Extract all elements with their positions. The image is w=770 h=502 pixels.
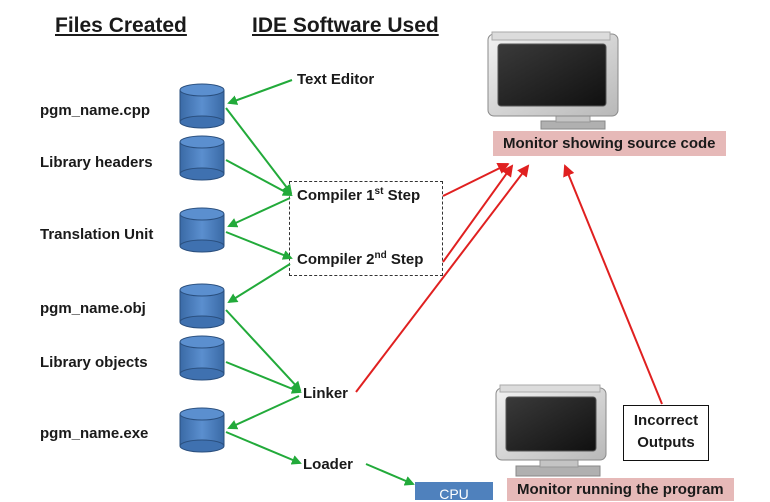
cylinder-library-objects <box>179 335 225 381</box>
file-label-library-objects: Library objects <box>40 354 148 371</box>
arrow-compiler2-to-obj <box>227 263 291 304</box>
cylinder-translation-unit <box>179 207 225 253</box>
files-created-heading: Files Created <box>55 14 187 37</box>
step-loader: Loader <box>303 456 354 473</box>
arrow-cpp-to-compiler1 <box>225 107 293 195</box>
green-arrows <box>225 79 415 486</box>
file-label-translation-unit: Translation Unit <box>40 226 154 243</box>
arrow-linker-to-monitor <box>355 164 530 393</box>
arrow-loader-to-cpu <box>365 463 415 486</box>
arrow-compiler1-to-monitor <box>442 163 510 197</box>
monitor-bottom <box>495 384 607 477</box>
cylinder-obj <box>179 283 225 329</box>
arrow-linker-to-exe <box>227 395 300 430</box>
file-label-library-headers: Library headers <box>40 154 153 171</box>
monitor-top <box>487 31 619 130</box>
incorrect-outputs-line1: Incorrect <box>633 412 699 429</box>
arrow-compiler2-to-monitor <box>442 164 514 263</box>
arrow-libobj-to-linker <box>225 361 302 394</box>
file-label-exe: pgm_name.exe <box>40 425 149 442</box>
red-arrows <box>355 163 663 405</box>
monitor-running-label: Monitor running the program <box>507 478 734 501</box>
step-linker: Linker <box>303 385 349 402</box>
arrow-editor-to-cpp <box>227 79 293 105</box>
file-label-cpp: pgm_name.cpp <box>40 102 151 119</box>
arrow-exe-to-loader <box>225 431 302 465</box>
arrow-headers-to-compiler1 <box>225 159 293 196</box>
cylinder-exe <box>179 407 225 453</box>
arrow-obj-to-linker <box>225 309 302 392</box>
ide-software-heading: IDE Software Used <box>252 14 439 37</box>
arrow-outputs-to-monitor <box>563 164 663 405</box>
cylinder-cpp <box>179 83 225 129</box>
step-text-editor: Text Editor <box>297 71 375 88</box>
arrow-compiler1-to-tu <box>227 197 291 228</box>
arrow-tu-to-compiler2 <box>225 231 293 260</box>
incorrect-outputs-line2: Outputs <box>637 434 695 451</box>
cylinder-library-headers <box>179 135 225 181</box>
file-label-obj: pgm_name.obj <box>40 300 146 317</box>
step-compiler-1: Compiler 1st Step <box>297 186 421 204</box>
monitor-source-label: Monitor showing source code <box>493 131 726 156</box>
step-compiler-2: Compiler 2nd Step <box>297 250 424 268</box>
incorrect-outputs-box: Incorrect Outputs <box>623 405 709 461</box>
compiler-group-box <box>289 181 443 276</box>
cpu-box: CPU <box>415 482 493 502</box>
